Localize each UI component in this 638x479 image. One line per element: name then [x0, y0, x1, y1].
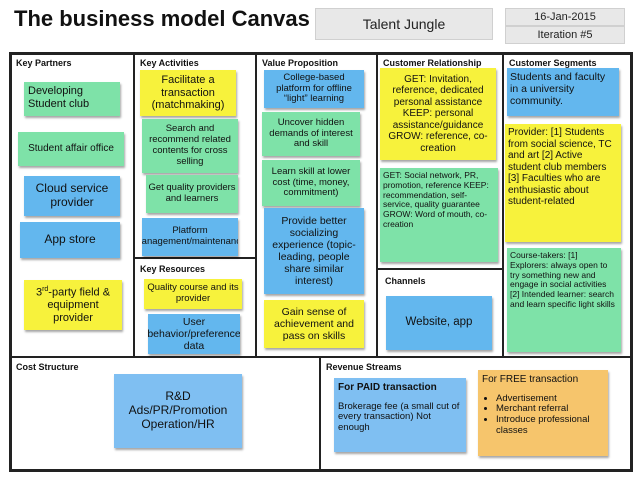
- page-title: The business model Canvas: [14, 6, 310, 31]
- sticky-note-free: For FREE transaction Advertisement Merch…: [478, 370, 608, 456]
- section-value-proposition: Value Proposition: [262, 58, 339, 68]
- sticky-note: Gain sense of achievement and pass on sk…: [264, 300, 364, 348]
- sticky-note: GET: Social network, PR, promotion, refe…: [380, 168, 498, 262]
- project-name-box: Talent Jungle: [315, 8, 493, 40]
- divider: [376, 53, 378, 356]
- sticky-note: GET: Invitation, reference, dedicated pe…: [380, 68, 496, 160]
- section-customer-relationship: Customer Relationship: [383, 58, 482, 68]
- divider: [255, 53, 257, 356]
- sticky-note: Provider: [1] Students from social scien…: [505, 124, 621, 242]
- sticky-note-text: 3rd-party field & equipment provider: [35, 285, 111, 324]
- section-key-partners: Key Partners: [16, 58, 72, 68]
- sticky-note: Learn skill at lower cost (time, money, …: [262, 160, 360, 206]
- sticky-note: Website, app: [386, 296, 492, 350]
- section-key-activities: Key Activities: [140, 58, 199, 68]
- free-list-item: Merchant referral: [496, 403, 604, 415]
- divider: [133, 257, 256, 259]
- sticky-note: App store: [20, 222, 120, 258]
- divider: [319, 356, 321, 471]
- sticky-note: Student affair office: [18, 132, 124, 166]
- sticky-note: 3rd-party field & equipment provider: [24, 280, 122, 330]
- sticky-note: Provide better socializing experience (t…: [264, 208, 364, 294]
- sticky-note: Students and faculty in a university com…: [507, 68, 619, 116]
- section-revenue-streams: Revenue Streams: [326, 362, 402, 372]
- free-list-item: Introduce professional classes: [496, 414, 604, 437]
- sticky-note: College-based platform for offline “ligh…: [264, 70, 364, 108]
- sticky-note-paid: For PAID transaction Brokerage fee (a sm…: [334, 378, 466, 452]
- divider: [133, 53, 135, 356]
- divider: [502, 53, 504, 356]
- divider: [376, 268, 503, 270]
- sticky-note: User behavior/preference data: [148, 314, 240, 354]
- free-list-item: Advertisement: [496, 393, 604, 405]
- sticky-note: Course-takers: [1] Explorers: always ope…: [507, 248, 621, 352]
- divider: [9, 356, 633, 358]
- date-box: 16-Jan-2015: [505, 8, 625, 26]
- sticky-note: Facilitate a transaction (matchmaking): [140, 70, 236, 116]
- sticky-note: Search and recommend related contents fo…: [142, 119, 238, 173]
- section-channels: Channels: [385, 276, 426, 286]
- sticky-note: Quality course and its provider: [144, 279, 242, 309]
- section-cost-structure: Cost Structure: [16, 362, 79, 372]
- section-key-resources: Key Resources: [140, 264, 206, 274]
- sticky-note: Uncover hidden demands of interest and s…: [262, 112, 360, 156]
- sticky-note: R&D Ads/PR/Promotion Operation/HR: [114, 374, 242, 448]
- sticky-note: Developing Student club: [24, 82, 120, 116]
- iteration-box: Iteration #5: [505, 26, 625, 44]
- free-title: For FREE transaction: [482, 374, 579, 385]
- section-customer-segments: Customer Segments: [509, 58, 597, 68]
- paid-body: Brokerage fee (a small cut of every tran…: [338, 400, 460, 434]
- sticky-note: Cloud service provider: [24, 176, 120, 216]
- free-list: Advertisement Merchant referral Introduc…: [482, 393, 604, 438]
- paid-title: For PAID transaction: [338, 382, 437, 393]
- sticky-note: Get quality providers and learners: [146, 175, 238, 213]
